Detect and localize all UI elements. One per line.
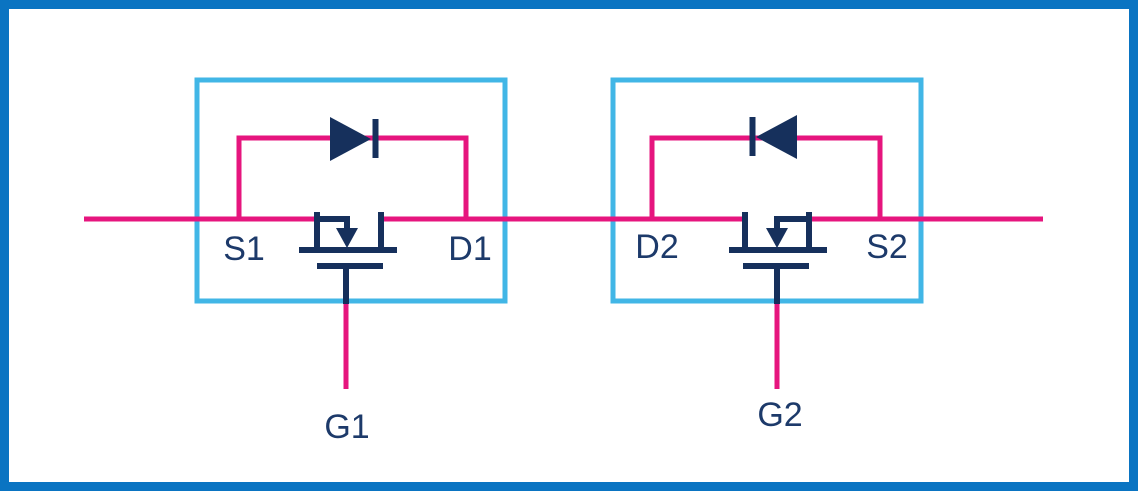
mosfet2-body-arrow-icon bbox=[766, 228, 788, 248]
label-d1: D1 bbox=[448, 230, 491, 268]
mosfet1-body-hook bbox=[317, 216, 350, 229]
label-s1: S1 bbox=[223, 230, 265, 268]
wire-diode1-loop bbox=[236, 135, 469, 219]
label-g1: G1 bbox=[324, 408, 369, 446]
diode1-triangle-icon bbox=[330, 117, 371, 161]
mosfet2-symbol bbox=[729, 115, 827, 304]
label-g2: G2 bbox=[757, 396, 802, 434]
label-s2: S2 bbox=[866, 228, 908, 266]
mosfet2-body-hook bbox=[774, 216, 809, 229]
terminal-labels: S1 D1 D2 S2 G1 G2 bbox=[223, 228, 908, 446]
mosfet1-highlight-box bbox=[194, 77, 508, 304]
label-d2: D2 bbox=[635, 228, 678, 266]
mosfet2-highlight-box bbox=[610, 77, 924, 304]
mosfet1-symbol bbox=[299, 117, 397, 304]
diode2-triangle-icon bbox=[756, 115, 797, 159]
mosfet1-body-arrow-icon bbox=[336, 228, 358, 248]
wire-diode2-loop bbox=[649, 135, 883, 219]
